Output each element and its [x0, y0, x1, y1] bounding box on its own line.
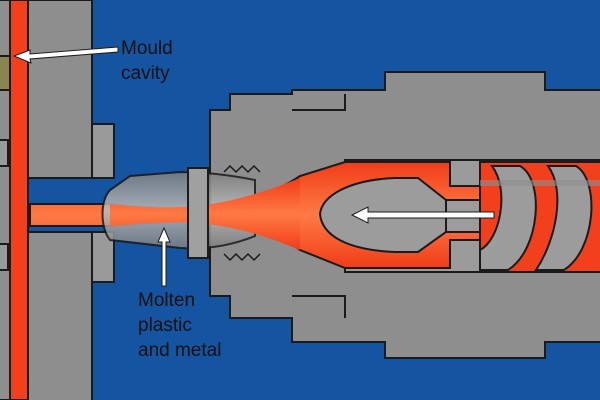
molten-arrow — [157, 226, 171, 287]
mould-notch-bottom — [0, 243, 9, 271]
barrel-bottom-cut — [292, 295, 346, 318]
mould — [0, 0, 115, 400]
nozzle-threads — [187, 164, 261, 262]
mould-step-top — [91, 123, 115, 179]
mould-cavity-label: Mould cavity — [121, 38, 173, 84]
barrel-top-cut — [292, 94, 346, 111]
barrel — [29, 71, 600, 359]
mould-notch-top — [0, 139, 9, 167]
mould-plate-top-right — [27, 0, 93, 179]
flow-arrow — [350, 206, 495, 224]
mould-step-bottom — [91, 231, 115, 283]
mould-cavity-fill — [9, 0, 29, 400]
mould-olive-strip — [0, 55, 11, 91]
mould-cavity-arrow — [12, 46, 119, 64]
mould-plate-bottom-right — [27, 231, 93, 400]
screw-core-top — [480, 180, 600, 186]
label-arrows — [12, 46, 495, 287]
molten-plastic-label: Molten plastic and metal — [138, 290, 222, 361]
